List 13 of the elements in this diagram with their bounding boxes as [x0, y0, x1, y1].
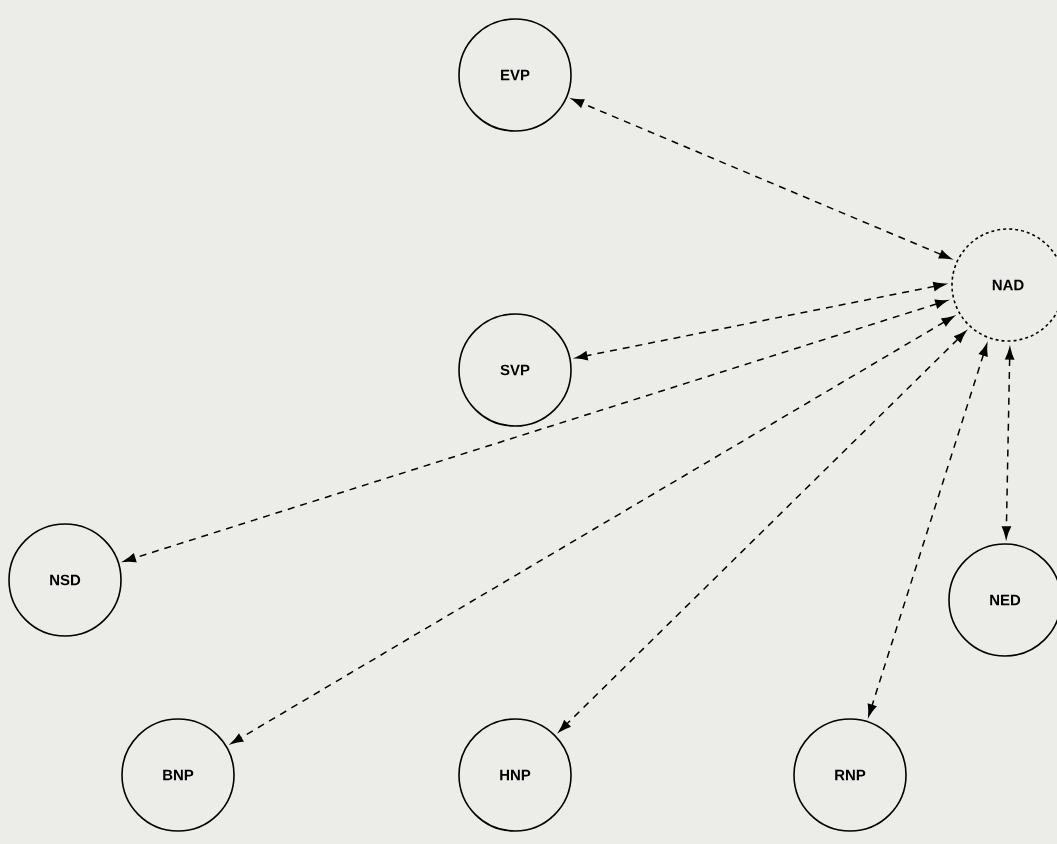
arrow: [558, 330, 967, 733]
circle-node: SVP: [458, 313, 572, 427]
arrow: [123, 299, 948, 563]
arrow: [230, 315, 955, 745]
circle-node: HNP: [458, 718, 572, 832]
circle-node: EVP: [458, 18, 572, 132]
arrow: [867, 343, 988, 717]
circle-node: BNP: [121, 718, 235, 832]
circle-node: NSD: [8, 523, 122, 637]
arrow: [575, 281, 946, 361]
arrow: [1001, 347, 1015, 539]
arrow: [571, 98, 952, 260]
circle-node: RNP: [793, 718, 907, 832]
